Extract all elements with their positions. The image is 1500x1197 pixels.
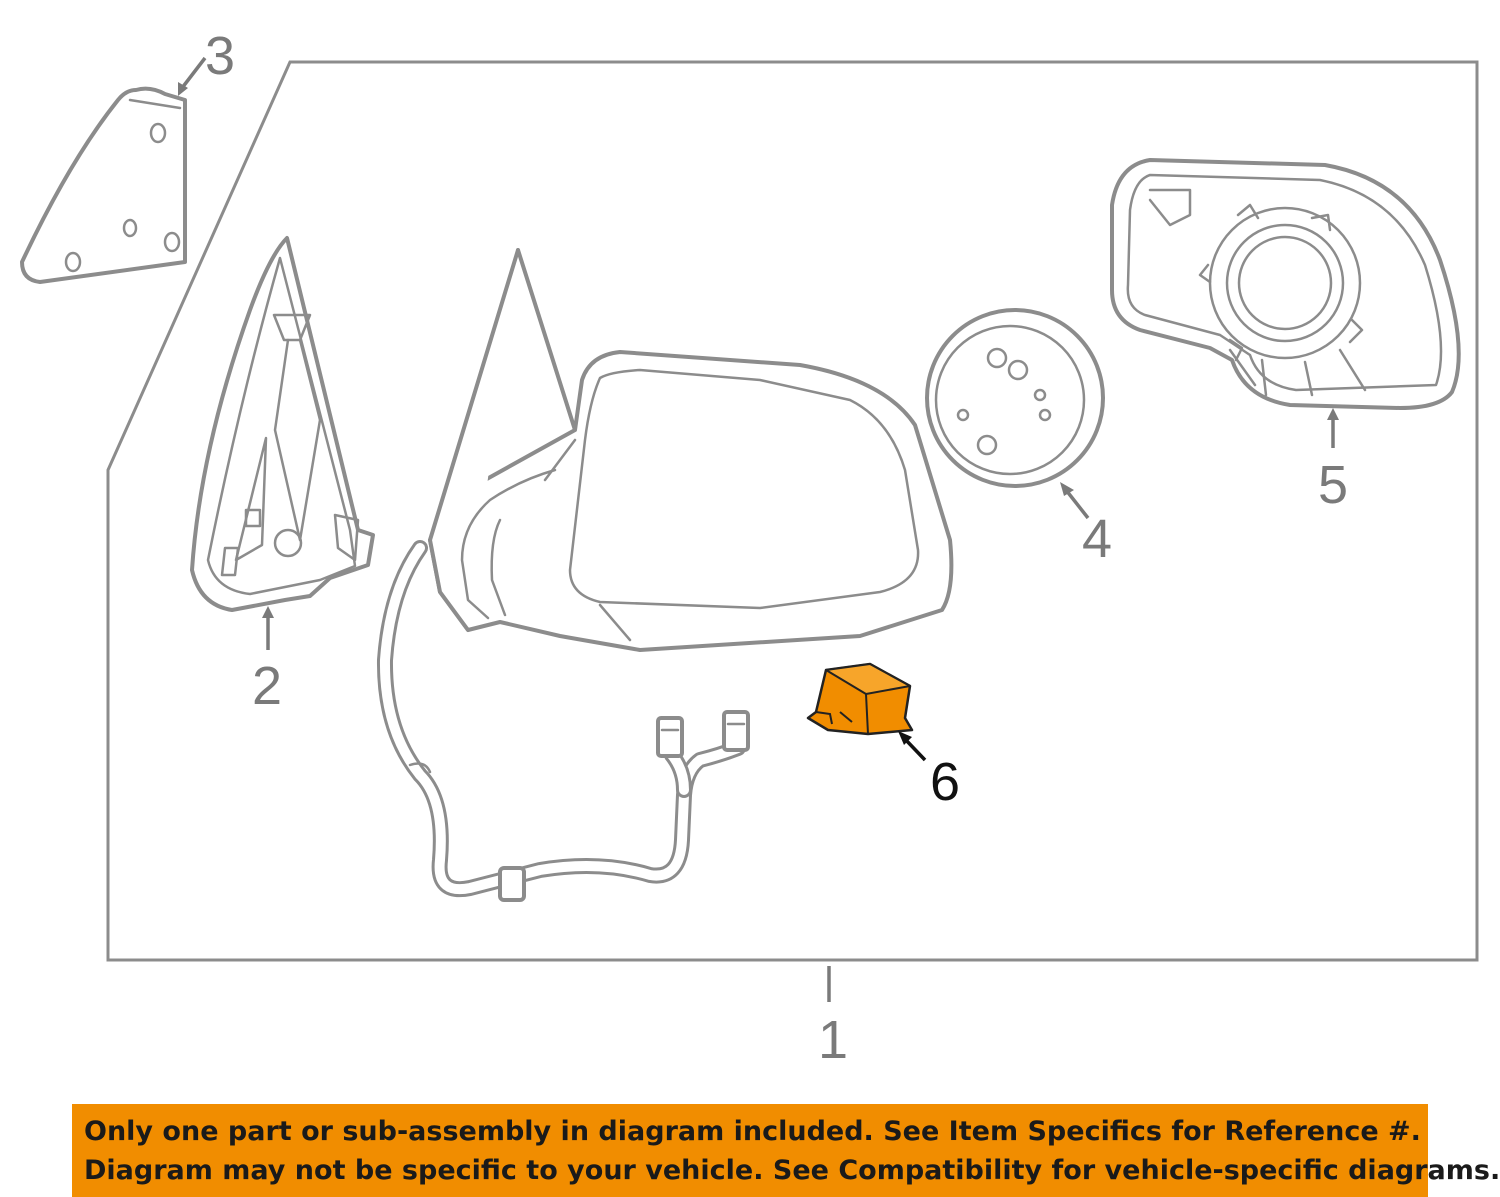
parts-diagram: 3 2 4 5 1 6 — [20, 26, 1479, 1070]
callout-1: 1 — [818, 1010, 848, 1070]
leader-lines — [178, 56, 1339, 1002]
wiring-harness — [376, 540, 750, 902]
notice-banner: Only one part or sub-assembly in diagram… — [72, 1104, 1500, 1197]
part-3-cover-plate[interactable] — [20, 86, 187, 284]
callout-labels: 3 2 4 5 1 6 — [205, 26, 1348, 1070]
part-2-mirror-base[interactable] — [190, 236, 375, 612]
part-4-mirror-glass[interactable] — [925, 308, 1105, 488]
notice-line-2: Diagram may not be specific to your vehi… — [84, 1155, 1500, 1186]
callout-4: 4 — [1082, 509, 1112, 569]
callout-2: 2 — [252, 656, 282, 716]
part-1-mirror-housing[interactable] — [428, 248, 954, 652]
callout-6: 6 — [930, 752, 960, 812]
notice-line-1: Only one part or sub-assembly in diagram… — [84, 1116, 1421, 1147]
callout-5: 5 — [1318, 455, 1348, 515]
callout-3: 3 — [205, 26, 235, 86]
assembly-frame — [106, 60, 1479, 962]
part-5-mirror-backing[interactable] — [1110, 158, 1461, 410]
part-6-mirror-module[interactable] — [806, 662, 914, 736]
